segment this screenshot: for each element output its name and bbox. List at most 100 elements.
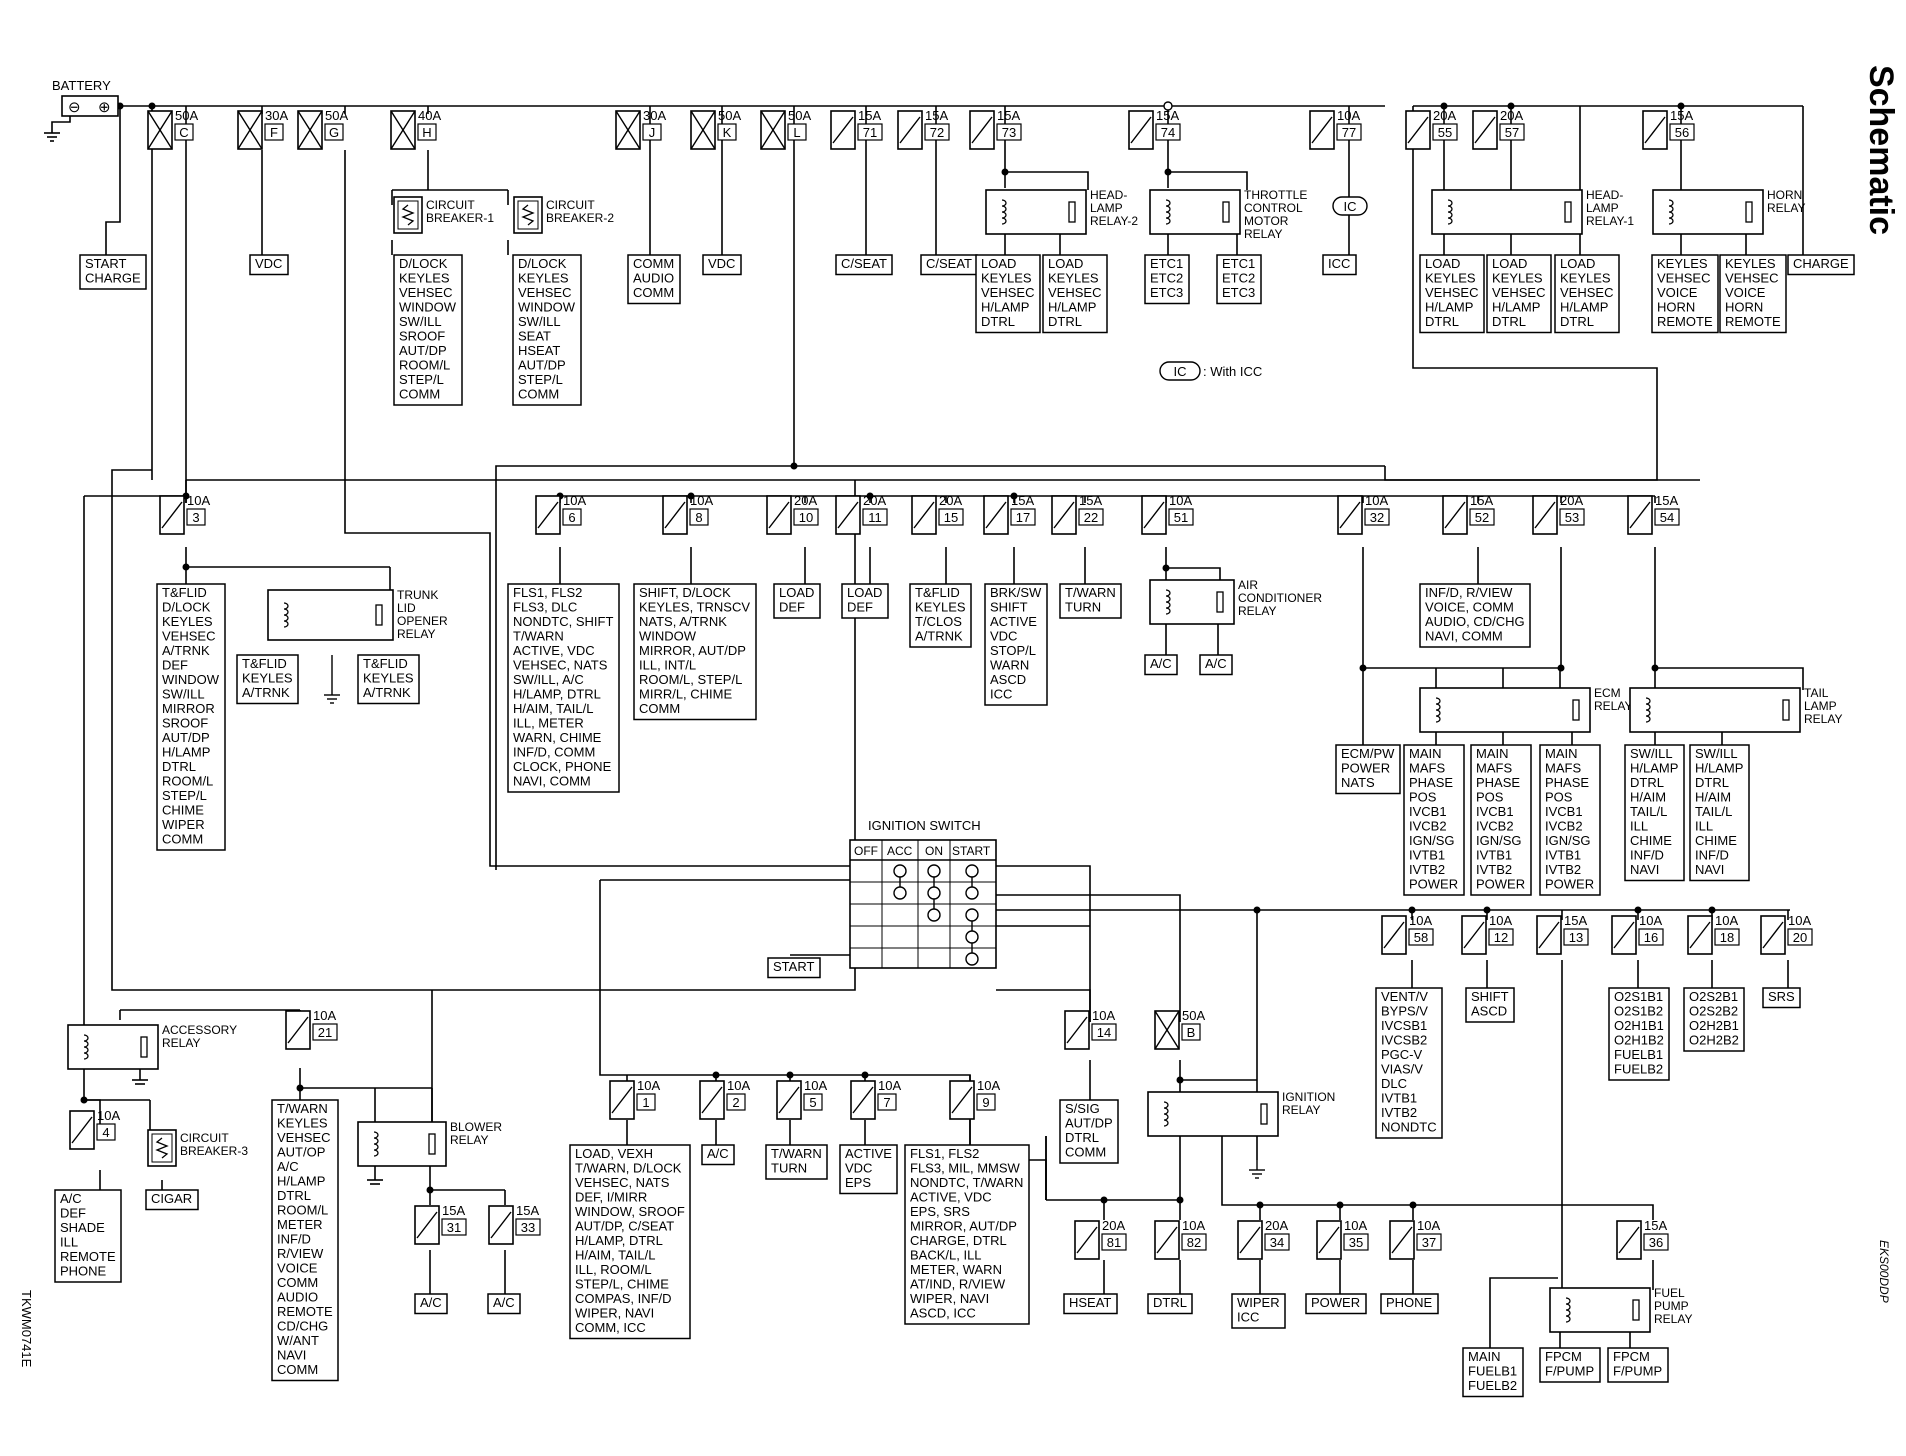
load-line: LOAD xyxy=(1048,256,1083,271)
fuse-amp: 10A xyxy=(690,493,713,508)
load-line: SRS xyxy=(1768,989,1795,1004)
load-line: PHONE xyxy=(1386,1295,1433,1310)
load-line: DTRL xyxy=(1153,1295,1187,1310)
load-line: KEYLES xyxy=(1560,271,1611,286)
load-line: LOAD xyxy=(779,585,814,600)
load-line: O2H1B1 xyxy=(1614,1018,1664,1033)
fuse-amp: 15A xyxy=(1644,1218,1667,1233)
load-line: CHARGE xyxy=(1793,256,1849,271)
load-line: CHARGE, DTRL xyxy=(910,1233,1007,1248)
load-line: NAVI xyxy=(1695,862,1724,877)
load-line: C/SEAT xyxy=(926,256,972,271)
load-line: T&FLID xyxy=(363,656,408,671)
load-line: W/ANT xyxy=(277,1333,319,1348)
load-line: O2H2B1 xyxy=(1689,1018,1739,1033)
load-line: ETC2 xyxy=(1150,271,1183,286)
load-line: CIGAR xyxy=(151,1191,192,1206)
load-line: ASCD xyxy=(990,672,1026,687)
doc-code: TKWM0741E xyxy=(19,1290,34,1368)
load-line: WIPER, NAVI xyxy=(575,1306,654,1321)
fuse-number: 17 xyxy=(1016,510,1030,525)
load-line: INF/D, R/VIEW xyxy=(1425,585,1513,600)
fuse-amp: 15A xyxy=(1470,493,1493,508)
breaker-label-line: BREAKER-2 xyxy=(546,211,614,225)
load-line: H/LAMP xyxy=(1492,300,1540,315)
load-line: DEF xyxy=(779,600,805,615)
load-line: VEHSEC xyxy=(1048,285,1101,300)
load-line: CLOCK, PHONE xyxy=(513,759,612,774)
load-line: WIPER xyxy=(1237,1295,1280,1310)
load-line: KEYLES xyxy=(277,1116,328,1131)
load-line: ACTIVE xyxy=(845,1146,892,1161)
load-line: REMOTE xyxy=(1725,314,1781,329)
battery: BATTERY ⊖ ⊕ xyxy=(52,78,119,117)
load-line: FUELB1 xyxy=(1468,1364,1517,1379)
load-line: ACTIVE, VDC xyxy=(513,643,595,658)
load-line: VEHSEC xyxy=(1425,285,1478,300)
relay-label-line: RELAY xyxy=(397,627,435,641)
fuse-amp: 15A xyxy=(1156,108,1179,123)
load-line: LOAD, VEXH xyxy=(575,1146,653,1161)
fuse-number: B xyxy=(1187,1025,1196,1040)
load-line: COMM xyxy=(639,701,680,716)
load-line: POS xyxy=(1545,790,1573,805)
breaker-label-line: CIRCUIT xyxy=(546,198,595,212)
fuse-number: 4 xyxy=(102,1125,109,1140)
load-line: MAFS xyxy=(1409,761,1445,776)
load-line: DTRL xyxy=(162,759,196,774)
load-line: A/C xyxy=(277,1159,299,1174)
load-line: ROOM/L xyxy=(277,1203,328,1218)
fuse-number: C xyxy=(179,125,188,140)
relay-label-line: RELAY-1 xyxy=(1586,214,1634,228)
load-line: START xyxy=(85,256,126,271)
relay-label-line: LID xyxy=(397,601,416,615)
relay-label-line: RELAY xyxy=(450,1133,488,1147)
load-line: MAFS xyxy=(1545,761,1581,776)
fuse-number: G xyxy=(329,125,339,140)
load-line: MAIN xyxy=(1545,746,1578,761)
load-line: AUDIO xyxy=(277,1290,318,1305)
icc-badge: IC xyxy=(1332,196,1368,216)
fuse-amp: 20A xyxy=(1265,1218,1288,1233)
load-line: IVCB1 xyxy=(1545,804,1583,819)
fuses: 50AC30AF50AG40AH30AJ50AK50AL15A7115A7215… xyxy=(69,108,1813,1260)
load-line: LOAD xyxy=(1560,256,1595,271)
load-line: MAIN xyxy=(1409,746,1442,761)
load-line: EPS, SRS xyxy=(910,1204,970,1219)
load-line: T/CLOS xyxy=(915,614,962,629)
load-line: TAIL/L xyxy=(1630,804,1667,819)
load-line: AT/IND, R/VIEW xyxy=(910,1277,1006,1292)
load-line: T&FLID xyxy=(915,585,960,600)
load-line: H/LAMP xyxy=(1560,300,1608,315)
load-line: WINDOW, SROOF xyxy=(575,1204,685,1219)
relay-label-line: RELAY xyxy=(1244,227,1282,241)
load-line: T/WARN, D/LOCK xyxy=(575,1161,682,1176)
fuse-number: 5 xyxy=(809,1095,816,1110)
load-line: HORN xyxy=(1725,300,1763,315)
load-box-l-21: T/WARNKEYLESVEHSECAUT/OPA/CH/LAMPDTRLROO… xyxy=(271,1099,339,1382)
load-line: VEHSEC xyxy=(277,1130,330,1145)
load-line: ACTIVE xyxy=(990,614,1037,629)
load-line: NAVI xyxy=(1630,862,1659,877)
fuse-amp: 10A xyxy=(1639,913,1662,928)
junction-dots xyxy=(80,102,1716,1209)
load-line: MIRROR xyxy=(162,701,215,716)
relays: HEAD-LAMPRELAY-2THROTTLECONTROLMOTORRELA… xyxy=(67,188,1842,1333)
